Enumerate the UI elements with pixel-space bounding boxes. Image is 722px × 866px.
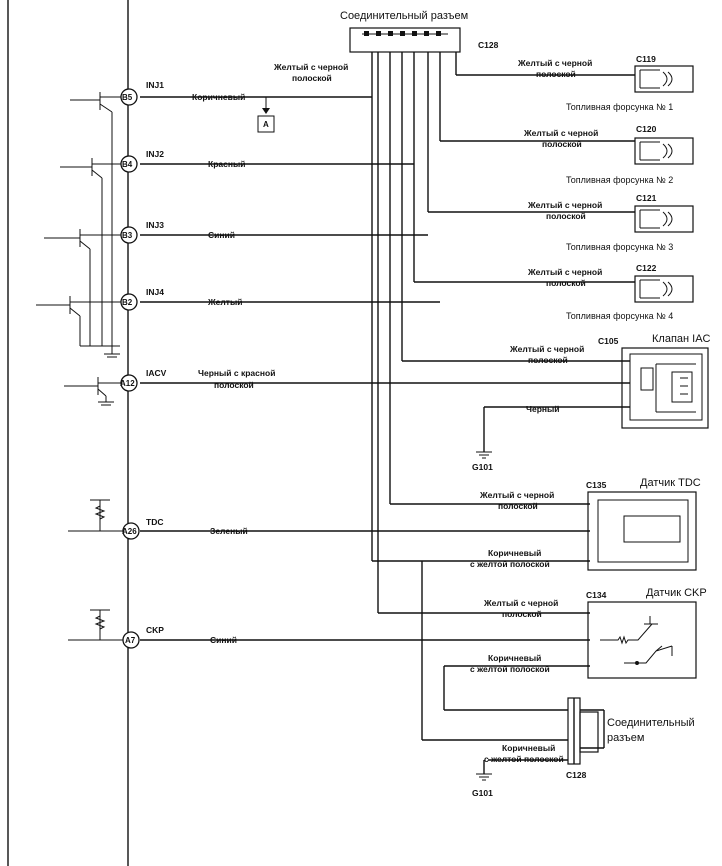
pin-b2-row: B2 INJ4 Желтый [36, 287, 440, 358]
label-ecm_pins-6-wire: Синий [210, 635, 237, 645]
label-yb2: полоской [536, 69, 576, 79]
iac-valve: Желтый с черной полоской C105 Клапан IAC… [402, 333, 711, 472]
label-brown_y1: Коричневый [488, 653, 541, 663]
label-ecm_pins-3-signal: INJ4 [146, 287, 164, 297]
label-ecm_pins-3-pin: B2 [122, 298, 133, 307]
label-components-joint2: разъем [607, 732, 644, 744]
label-ecm_pins-1-signal: INJ2 [146, 149, 164, 159]
label-yb1: Желтый с черной [527, 200, 602, 210]
pin-b4-row: B4 INJ2 Красный [60, 149, 414, 346]
label-ecm_pins-5-signal: TDC [146, 517, 163, 527]
label-yb1: Желтый с черной [273, 62, 348, 72]
label-components-inj2: Топливная форсунка № 2 [566, 175, 673, 185]
label-ecm_pins-2-signal: INJ3 [146, 220, 164, 230]
label-ground-g2: G101 [472, 788, 493, 798]
connector-c128-top: Соединительный разъем C128 [340, 10, 499, 53]
label-brown_y1: Коричневый [488, 548, 541, 558]
label-yb2: полоской [546, 211, 586, 221]
label-ecm_pins-4-pin: A12 [120, 379, 135, 388]
label-ecm_pins-0-signal: INJ1 [146, 80, 164, 90]
c128-top-label: C128 [478, 40, 499, 50]
pin-a12-row: A12 IACV Черный с красной полоской [64, 368, 630, 406]
ecm-unit [7, 0, 129, 866]
label-connectors-c105: C105 [598, 336, 619, 346]
label-connectors-c119: C119 [636, 54, 656, 64]
label-yb1: Желтый с черной [523, 128, 598, 138]
injector-2: Желтый с черной полоской C120 Топливная … [440, 124, 694, 185]
label-yb1: Желтый с черной [527, 267, 602, 277]
label-ecm_pins-0-pin: B5 [122, 93, 133, 102]
ckp-sensor: Желтый с черной полоской C134 Датчик CKP… [378, 587, 707, 711]
label-components-iac: Клапан IAC [652, 333, 711, 345]
connector-c128-bottom: Соединительный разъем Коричневый с желто… [422, 697, 695, 798]
injector-1: Желтый с черной полоской C119 Топливная … [456, 54, 694, 112]
label-components-inj4: Топливная форсунка № 4 [566, 311, 673, 321]
label-components-joint1: Соединительный [607, 717, 695, 729]
label-ecm_pins-4-wire1: Черный с красной [198, 368, 275, 378]
label-ecm_pins-2-wire: Синий [208, 230, 235, 240]
label-ground-g1: G101 [472, 462, 493, 472]
injector-3: Желтый с черной полоской C121 Топливная … [428, 193, 694, 252]
tdc-sensor: Желтый с черной полоской C135 Датчик TDC… [372, 477, 701, 740]
label-brown_y2: с желтой полоской [470, 559, 550, 569]
label-ecm_pins-1-wire: Красный [208, 159, 245, 169]
label-ecm_pins-5-pin: A26 [122, 527, 137, 536]
label-brown_y1: Коричневый [502, 743, 555, 753]
label-connectors-c128_bottom: C128 [566, 770, 587, 780]
label-ecm_pins-4-signal: IACV [146, 368, 167, 378]
pin-a7-row: A7 CKP Синий [68, 609, 590, 649]
label-connectors-c122: C122 [636, 263, 657, 273]
pin-b5-row: B5 INJ1 Коричневый [70, 80, 372, 350]
injector-4: Желтый с черной полоской C122 Топливная … [414, 263, 694, 321]
label-ecm_pins-5-wire: Зеленый [210, 526, 248, 536]
label-ecm_pins-2-pin: B3 [122, 231, 133, 240]
label-yb1: Желтый с черной [479, 490, 554, 500]
label-ecm_pins-6-signal: CKP [146, 625, 164, 635]
label-components-tdc: Датчик TDC [640, 477, 701, 489]
label-brown_y2: с желтой полоской [470, 664, 550, 674]
label-yb1: Желтый с черной [483, 598, 558, 608]
label-yb2: полоской [502, 609, 542, 619]
label-black: Черный [526, 404, 560, 414]
label-ecm_pins-4-wire2: полоской [214, 380, 254, 390]
label-ecm_pins-6-pin: A7 [125, 636, 136, 645]
label-yb1: Желтый с черной [509, 344, 584, 354]
label-brown_y2: с желтой полоской [484, 754, 564, 764]
label-yb1: Желтый с черной [517, 58, 592, 68]
label-ecm_pins-3-wire: Желтый [207, 297, 242, 307]
label-yb2: полоской [542, 139, 582, 149]
label-connectors-c135: C135 [586, 480, 607, 490]
label-yb2: полоской [292, 73, 332, 83]
label-connectors-c121: C121 [636, 193, 657, 203]
diagram-title: Соединительный разъем [340, 10, 468, 22]
label-connectors-c120: C120 [636, 124, 657, 134]
pin-b3-row: B3 INJ3 Синий [44, 220, 428, 346]
label-marker_a: A [263, 120, 269, 129]
label-yb2: полоской [498, 501, 538, 511]
label-components-inj3: Топливная форсунка № 3 [566, 242, 673, 252]
label-components-inj1: Топливная форсунка № 1 [566, 102, 673, 112]
label-yb2: полоской [528, 355, 568, 365]
label-connectors-c134: C134 [586, 590, 607, 600]
label-ecm_pins-1-pin: B4 [122, 160, 133, 169]
label-ecm_pins-0-wire: Коричневый [192, 92, 245, 102]
label-yb2: полоской [546, 278, 586, 288]
pin-a26-row: A26 TDC Зеленый [68, 499, 590, 540]
marker-a-branch: Желтый с черной полоской A [257, 62, 348, 133]
label-components-ckp: Датчик CKP [646, 587, 707, 599]
harness-verticals [371, 52, 457, 613]
